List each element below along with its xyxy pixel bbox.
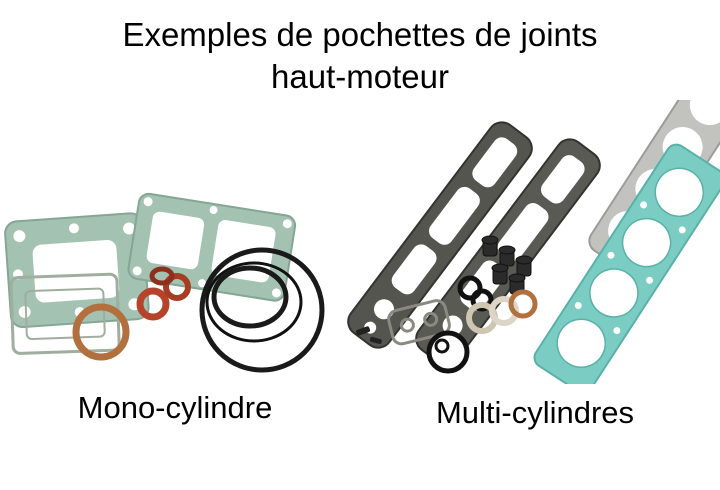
teal-head-gasket: [533, 143, 720, 384]
valve-stem-seals: [481, 235, 533, 295]
copper-ring: [72, 303, 130, 361]
small-black-o-rings: [457, 275, 494, 312]
red-o-rings: [136, 266, 191, 321]
ring-with-inner-hole: [426, 330, 470, 374]
page-title-line2: haut-moteur: [271, 58, 449, 96]
black-o-rings: [199, 247, 325, 373]
cream-rings: [466, 289, 538, 334]
mono-cylinder-gasket-kit-image: [4, 192, 325, 373]
page-title: Exemples de pochettes de joints haut-mot…: [0, 14, 720, 98]
two-hole-gasket: [387, 299, 451, 346]
small-clips: [355, 326, 382, 345]
page-title-line1: Exemples de pochettes de joints: [122, 16, 598, 53]
dark-cover-gasket-1: [347, 121, 533, 349]
caption-multi-cylindres: Multi-cylindres: [435, 395, 635, 430]
multi-cylinder-gasket-kit-image: [347, 100, 720, 384]
caption-mono-cylindre: Mono-cylindre: [77, 390, 273, 425]
